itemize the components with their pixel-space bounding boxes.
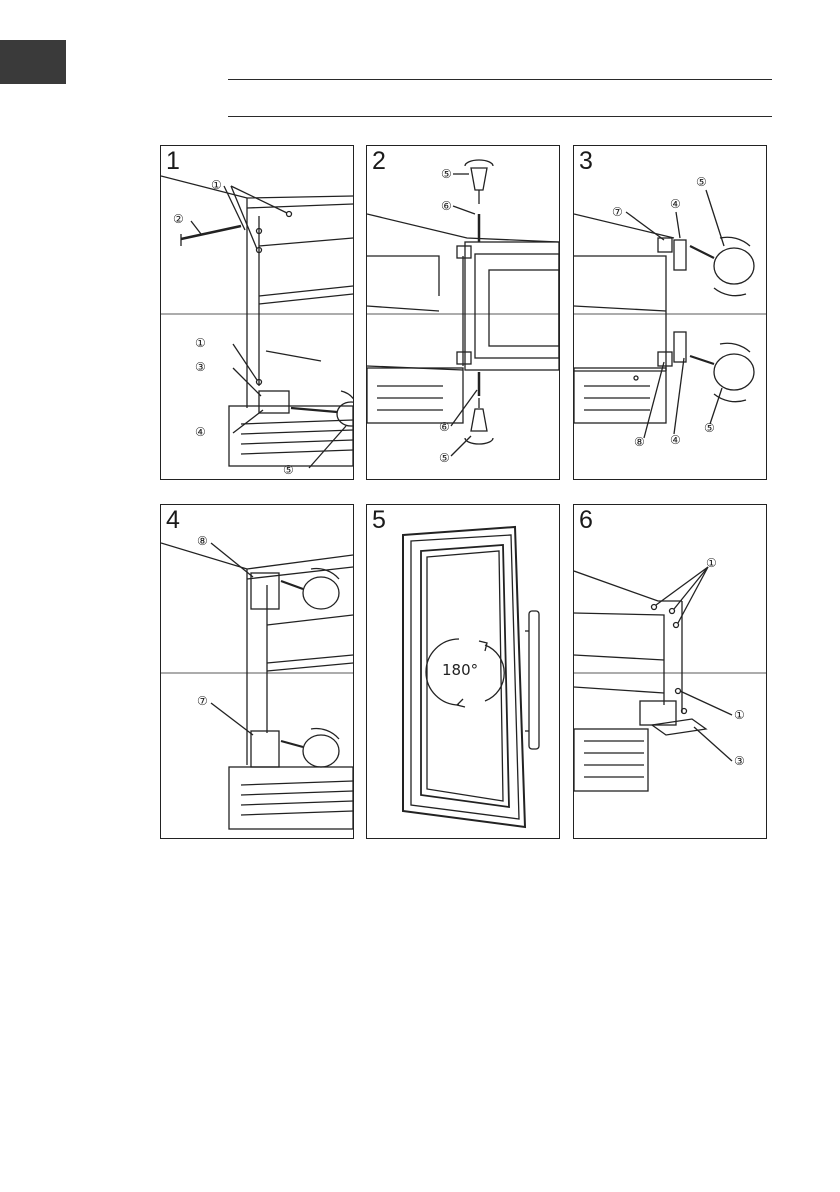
language-tab xyxy=(0,40,66,84)
step-6-panel: 6 ① ① xyxy=(573,504,767,839)
step-5-illustration: 180° xyxy=(367,505,559,838)
callout-6: ⑥ xyxy=(439,420,450,434)
callout-1: ① xyxy=(211,178,222,192)
step-5-panel: 5 180° xyxy=(366,504,560,839)
step-number: 4 xyxy=(166,506,180,534)
header-rule-bottom xyxy=(228,116,772,117)
callout-1: ① xyxy=(195,336,206,350)
callout-8: ⑧ xyxy=(634,435,645,449)
callout-4: ④ xyxy=(670,197,681,211)
step-1-panel: 1 xyxy=(160,145,354,480)
callout-6: ⑥ xyxy=(441,199,452,213)
step-2-illustration: ⑤ ⑥ ⑥ ⑤ xyxy=(367,146,559,479)
step-number: 1 xyxy=(166,147,180,175)
step-4-panel: 4 ⑧ ⑦ xyxy=(160,504,354,839)
step-6-illustration: ① ① ③ xyxy=(574,505,766,838)
callout-3: ③ xyxy=(195,360,206,374)
callout-5: ⑤ xyxy=(283,463,294,477)
callout-5: ⑤ xyxy=(441,167,452,181)
callout-5: ⑤ xyxy=(439,451,450,465)
callout-2: ② xyxy=(173,212,184,226)
callout-7: ⑦ xyxy=(197,694,208,708)
step-1-illustration: ① ② ① ③ ④ ⑤ xyxy=(161,146,353,479)
callout-4: ④ xyxy=(670,433,681,447)
callout-1: ① xyxy=(706,556,717,570)
step-number: 2 xyxy=(372,147,386,175)
step-number: 3 xyxy=(579,147,593,175)
callout-4: ④ xyxy=(195,425,206,439)
callout-1: ① xyxy=(734,708,745,722)
step-3-illustration: ⑦ ④ ⑤ ⑧ ④ ⑤ xyxy=(574,146,766,479)
callout-7: ⑦ xyxy=(612,205,623,219)
callout-8: ⑧ xyxy=(197,534,208,548)
step-4-illustration: ⑧ ⑦ xyxy=(161,505,353,838)
step-2-panel: 2 xyxy=(366,145,560,480)
step-3-panel: 3 xyxy=(573,145,767,480)
callout-5: ⑤ xyxy=(696,175,707,189)
step-number: 5 xyxy=(372,506,386,534)
rotation-label: 180° xyxy=(442,661,478,679)
callout-5: ⑤ xyxy=(704,421,715,435)
callout-3: ③ xyxy=(734,754,745,768)
step-number: 6 xyxy=(579,506,593,534)
header-rule-top xyxy=(228,79,772,80)
